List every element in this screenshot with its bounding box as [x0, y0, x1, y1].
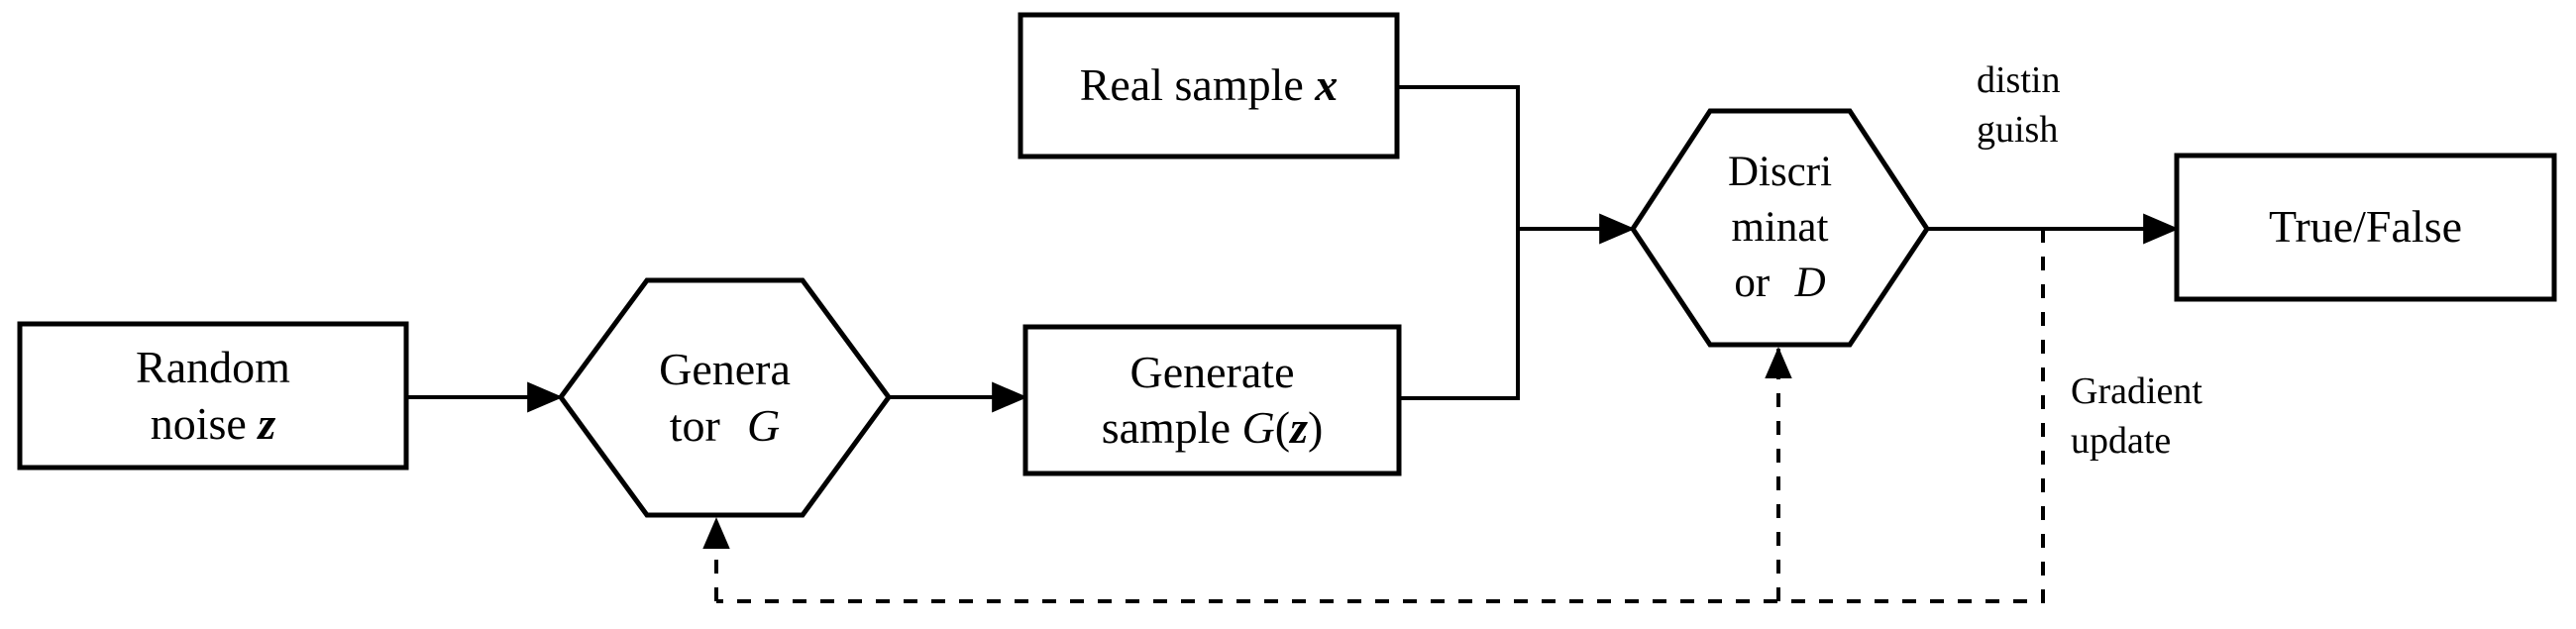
- node-shape-generate-sample: [1022, 324, 1402, 476]
- edge-generate-sample-to-bus: [1399, 229, 1520, 400]
- node-shape-real-sample: [1018, 12, 1400, 159]
- edge-real-sample-to-bus: [1397, 85, 1520, 229]
- edge-gradient-update-bus: [716, 229, 2045, 603]
- node-shape-random-noise: [17, 321, 409, 471]
- node-shape-generator: [557, 277, 893, 518]
- node-shape-true-false: [2174, 153, 2557, 302]
- node-shape-discriminator: [1630, 108, 1930, 348]
